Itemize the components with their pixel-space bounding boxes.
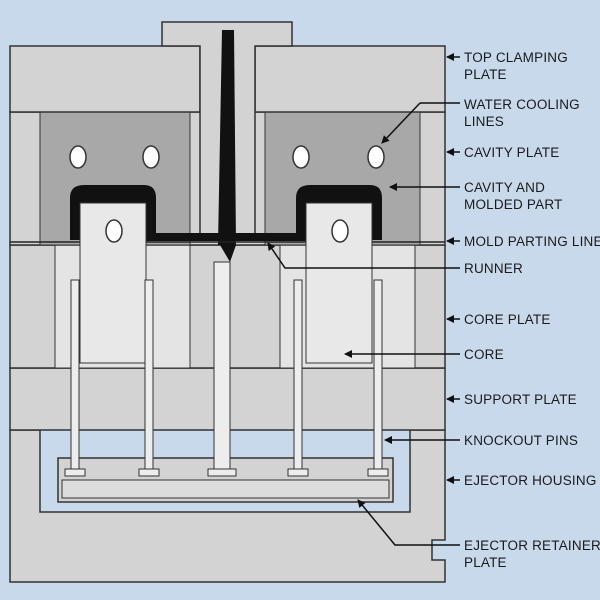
label-runner: RUNNER <box>464 260 523 277</box>
knockout-pin-4-head <box>287 468 309 477</box>
label-line: EJECTOR RETAINER <box>464 538 600 553</box>
label-cavity-plate: CAVITY PLATE <box>464 144 559 161</box>
knockout-pin-1 <box>70 279 80 471</box>
runner-drop <box>220 245 236 262</box>
cooling-hole-2 <box>142 145 160 169</box>
molded-part-left <box>70 185 156 240</box>
cooling-hole-6 <box>331 219 349 243</box>
arrow-runner <box>267 242 460 269</box>
ejector-housing <box>9 429 446 583</box>
label-cavity-and-molded-part: CAVITY AND MOLDED PART <box>464 179 562 213</box>
label-line: TOP CLAMPING <box>464 50 568 65</box>
knockout-pin-3 <box>213 261 231 471</box>
label-line: SUPPORT PLATE <box>464 392 577 407</box>
label-knockout-pins: KNOCKOUT PINS <box>464 432 578 449</box>
cooling-hole-3 <box>292 145 310 169</box>
runner <box>146 233 306 241</box>
label-water-cooling-lines: WATER COOLING LINES <box>464 96 580 130</box>
label-line: PLATE <box>464 67 507 82</box>
label-line: EJECTOR HOUSING <box>464 473 597 488</box>
label-line: WATER COOLING <box>464 97 580 112</box>
label-top-clamping-plate: TOP CLAMPING PLATE <box>464 49 568 83</box>
knockout-pin-5 <box>373 279 383 471</box>
molded-part-right <box>296 185 382 240</box>
cooling-hole-1 <box>69 145 87 169</box>
knockout-pin-2 <box>144 279 154 471</box>
label-support-plate: SUPPORT PLATE <box>464 391 577 408</box>
label-line: KNOCKOUT PINS <box>464 433 579 448</box>
label-line: PLATE <box>464 555 507 570</box>
cooling-hole-4 <box>367 145 385 169</box>
label-core-plate: CORE PLATE <box>464 311 551 328</box>
label-ejector-housing: EJECTOR HOUSING <box>464 472 597 489</box>
cooling-hole-5 <box>105 219 123 243</box>
knockout-pin-5-head <box>367 468 389 477</box>
label-line: LINES <box>464 114 505 129</box>
knockout-pin-4 <box>293 279 303 471</box>
knockout-pin-3-head <box>207 468 237 477</box>
label-line: RUNNER <box>464 261 523 276</box>
label-line: CORE PLATE <box>464 312 551 327</box>
label-line: MOLD PARTING LINE <box>464 234 600 249</box>
label-mold-parting-line: MOLD PARTING LINE <box>464 233 600 250</box>
ejector-plate-inner <box>61 479 390 499</box>
label-line: CAVITY AND <box>464 180 546 195</box>
knockout-pins <box>64 261 389 477</box>
knockout-pin-2-head <box>138 468 160 477</box>
top-clamping-plate-right <box>254 45 446 113</box>
label-line: MOLDED PART <box>464 197 563 212</box>
top-clamping-plate-left <box>9 45 201 113</box>
label-line: CORE <box>464 347 504 362</box>
arrow-ejector-retainer <box>357 499 460 546</box>
label-line: CAVITY PLATE <box>464 145 560 160</box>
sprue <box>218 30 236 245</box>
leader-lines <box>267 53 460 546</box>
label-core: CORE <box>464 346 504 363</box>
arrow-water-cooling-lines-diag <box>381 102 421 144</box>
label-ejector-retainer-plate: EJECTOR RETAINER PLATE <box>464 537 600 571</box>
knockout-pin-1-head <box>64 468 86 477</box>
